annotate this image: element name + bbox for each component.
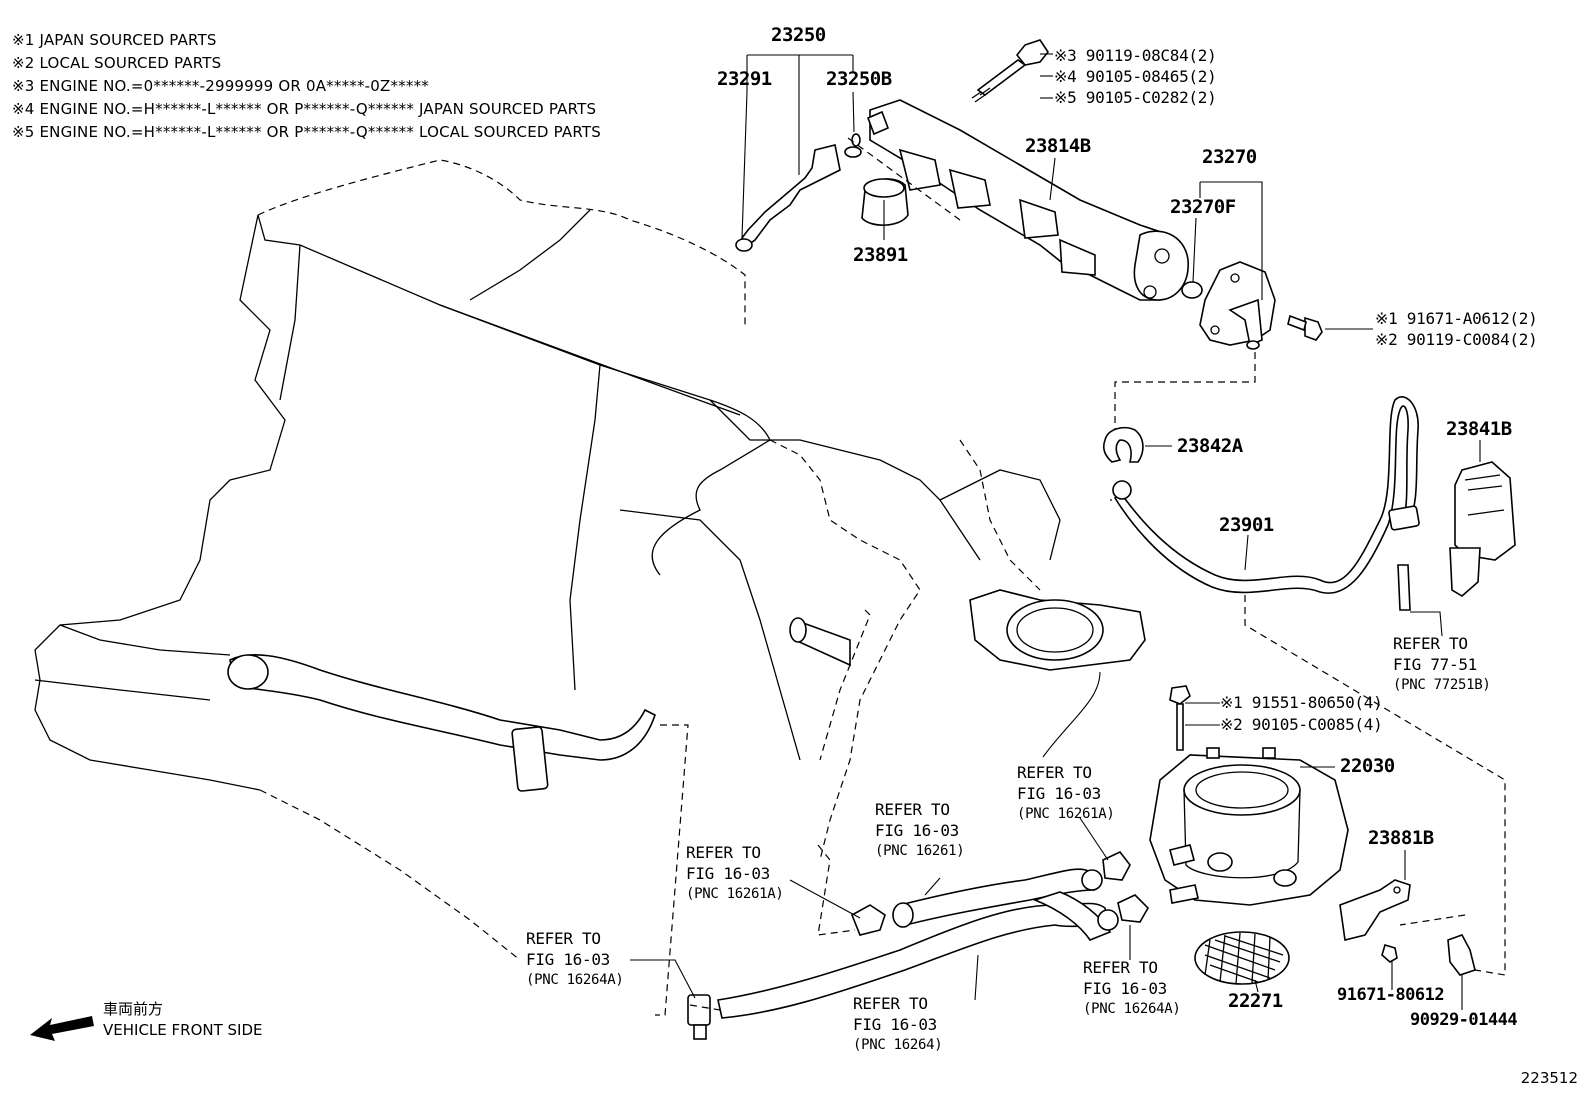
note-2: ※2 LOCAL SOURCED PARTS	[12, 54, 222, 72]
part-label-23291[interactable]: 23291	[717, 68, 772, 90]
water-hoses-drawing	[687, 851, 1149, 1040]
refer-line2: FIG 16-03	[875, 821, 959, 840]
engine-outline	[34, 159, 1146, 961]
part-label-23901[interactable]: 23901	[1219, 514, 1274, 536]
throttle-body-drawing	[1149, 685, 1349, 906]
refer-fig-16-03-pnc-16264a-left[interactable]: REFER TO FIG 16-03 (PNC 16264A)	[526, 928, 624, 991]
purge-hose-drawing	[1112, 396, 1420, 611]
figure-number: 223512	[1520, 1069, 1578, 1087]
part-label-23881B[interactable]: 23881B	[1368, 827, 1434, 849]
vehicle-front-jp: 車両前方	[103, 1000, 164, 1018]
vehicle-front-arrow-icon	[30, 1016, 94, 1041]
fuel-rail-drawing	[866, 99, 1189, 301]
note-4: ※4 ENGINE NO.=H******-L****** OR P******…	[12, 100, 597, 118]
fuel-pulsation-damper-drawing	[1181, 261, 1276, 350]
note-1: ※1 JAPAN SOURCED PARTS	[12, 31, 217, 49]
rail-bolt-drawing	[971, 39, 1049, 103]
fastener-label-90105-C0282[interactable]: ※5 90105-C0282(2)	[1054, 88, 1217, 107]
hose-clip-drawing	[1102, 426, 1144, 463]
part-label-22271[interactable]: 22271	[1228, 990, 1283, 1012]
fastener-label-91551-80650[interactable]: ※1 91551-80650(4)	[1220, 693, 1383, 712]
part-label-91671-80612[interactable]: 91671-80612	[1337, 985, 1445, 1005]
spacer-drawing	[861, 178, 909, 226]
part-label-22030[interactable]: 22030	[1340, 755, 1395, 777]
vehicle-front-legend: 車両前方 VEHICLE FRONT SIDE	[103, 999, 263, 1041]
damper-bolt-drawing	[1287, 314, 1323, 341]
fastener-label-90105-C0085[interactable]: ※2 90105-C0085(4)	[1220, 715, 1383, 734]
part-label-23250[interactable]: 23250	[771, 24, 826, 46]
refer-pnc: (PNC 77251B)	[1393, 677, 1491, 693]
fastener-label-90119-08C84[interactable]: ※3 90119-08C84(2)	[1054, 46, 1217, 65]
part-label-23250B[interactable]: 23250B	[826, 68, 892, 90]
fastener-label-90119-C0084[interactable]: ※2 90119-C0084(2)	[1375, 330, 1538, 349]
refer-line2: FIG 16-03	[686, 864, 770, 883]
refer-fig-16-03-pnc-16261a-left[interactable]: REFER TO FIG 16-03 (PNC 16261A)	[686, 842, 784, 905]
part-label-23270F[interactable]: 23270F	[1170, 196, 1236, 218]
leader-lines	[630, 53, 1481, 1010]
refer-fig-16-03-pnc-16264a-right[interactable]: REFER TO FIG 16-03 (PNC 16264A)	[1083, 957, 1181, 1020]
throttle-gasket-drawing	[1194, 931, 1290, 985]
refer-line2: FIG 77-51	[1393, 655, 1477, 674]
refer-fig-16-03-pnc-16264[interactable]: REFER TO FIG 16-03 (PNC 16264)	[853, 993, 943, 1056]
refer-line1: REFER TO	[1393, 634, 1468, 653]
refer-line1: REFER TO	[875, 800, 950, 819]
refer-pnc: (PNC 16261A)	[686, 886, 784, 902]
note-5: ※5 ENGINE NO.=H******-L****** OR P******…	[12, 123, 601, 141]
refer-line1: REFER TO	[1083, 958, 1158, 977]
part-label-23842A[interactable]: 23842A	[1177, 435, 1243, 457]
refer-fig-16-03-pnc-16261a-top[interactable]: REFER TO FIG 16-03 (PNC 16261A)	[1017, 762, 1115, 825]
part-label-90929-01444[interactable]: 90929-01444	[1410, 1010, 1518, 1030]
refer-pnc: (PNC 16264)	[853, 1037, 943, 1053]
vehicle-front-en: VEHICLE FRONT SIDE	[103, 1021, 263, 1039]
refer-fig-16-03-pnc-16261[interactable]: REFER TO FIG 16-03 (PNC 16261)	[875, 799, 965, 862]
refer-fig-77-51[interactable]: REFER TO FIG 77-51 (PNC 77251B)	[1393, 633, 1491, 696]
part-label-23891[interactable]: 23891	[853, 244, 908, 266]
part-label-23841B[interactable]: 23841B	[1446, 418, 1512, 440]
refer-line2: FIG 16-03	[1083, 979, 1167, 998]
note-3: ※3 ENGINE NO.=0******-2999999 OR 0A*****…	[12, 77, 430, 95]
refer-line1: REFER TO	[1017, 763, 1092, 782]
refer-line2: FIG 16-03	[853, 1015, 937, 1034]
part-label-23814B[interactable]: 23814B	[1025, 135, 1091, 157]
fastener-label-91671-A0612[interactable]: ※1 91671-A0612(2)	[1375, 309, 1538, 328]
refer-line1: REFER TO	[526, 929, 601, 948]
bracket-drawing	[1339, 879, 1476, 976]
part-label-23270[interactable]: 23270	[1202, 146, 1257, 168]
refer-pnc: (PNC 16261A)	[1017, 806, 1115, 822]
refer-line2: FIG 16-03	[526, 950, 610, 969]
vacuum-switching-valve-drawing	[1449, 461, 1516, 597]
refer-line1: REFER TO	[853, 994, 928, 1013]
refer-line1: REFER TO	[686, 843, 761, 862]
refer-line2: FIG 16-03	[1017, 784, 1101, 803]
refer-pnc: (PNC 16264A)	[1083, 1001, 1181, 1017]
refer-pnc: (PNC 16264A)	[526, 972, 624, 988]
fuel-injector-drawing	[735, 133, 862, 252]
refer-pnc: (PNC 16261)	[875, 843, 965, 859]
fastener-label-90105-08465[interactable]: ※4 90105-08465(2)	[1054, 67, 1217, 86]
relation-lines	[655, 137, 1506, 1016]
